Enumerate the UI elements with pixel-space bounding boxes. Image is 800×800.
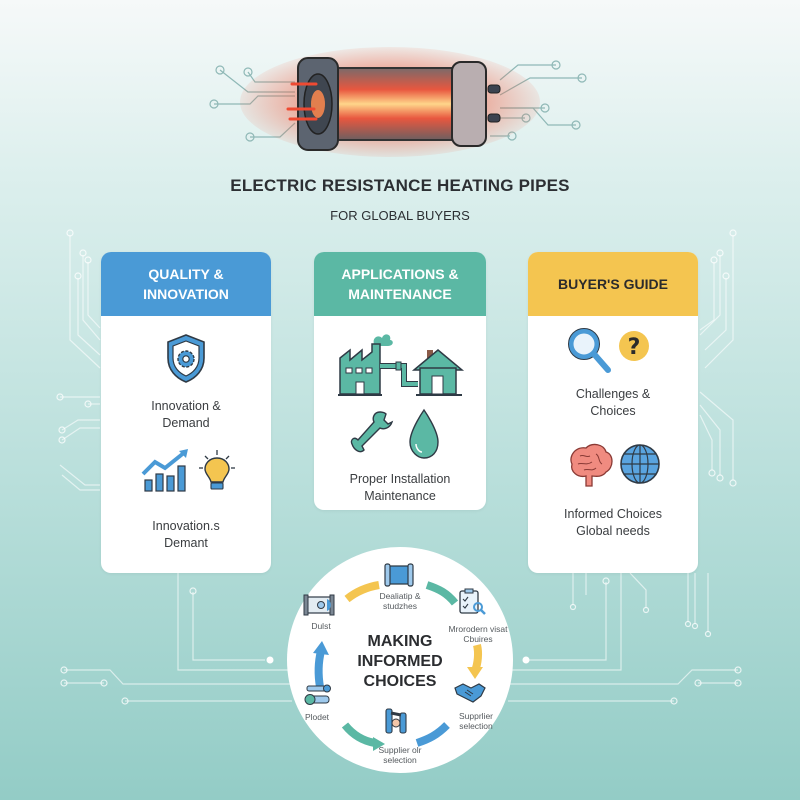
card-title-line1: QUALITY & (148, 266, 224, 282)
card-quality-innovation: QUALITY & INNOVATION Innovation & Demand (101, 252, 271, 573)
caption-line1: Innovation & (151, 399, 221, 413)
card-header: QUALITY & INNOVATION (101, 252, 271, 316)
card-title-line2: MAINTENANCE (348, 286, 452, 302)
handshake-icon (454, 683, 486, 703)
step-label-line1: Plodet (304, 712, 330, 722)
cycle-title-line2: INFORMED (357, 653, 443, 670)
card-title: BUYER'S GUIDE (558, 276, 668, 292)
step-label-line2: selection (383, 755, 417, 765)
pipe-spool-icon (384, 563, 414, 587)
caption-line2: Choices (590, 404, 636, 418)
card-title-line1: APPLICATIONS & (341, 266, 459, 282)
brain-globe-icon (570, 443, 660, 487)
caption-line2: Demant (164, 536, 208, 550)
growth-chart-lightbulb-icon (141, 449, 235, 492)
cycle-arrows (313, 581, 483, 751)
step-label-line1: Dulst (311, 621, 331, 631)
shield-gear-icon (167, 334, 205, 383)
svg-text:?: ? (628, 335, 641, 360)
wrench-water-drop-icon (350, 408, 439, 459)
cycle-title-line3: CHOICES (363, 673, 437, 690)
making-informed-choices-cycle: Dealiatip & studzhes Mrorodern visat Cbu… (287, 547, 513, 773)
factory-pipe-house-icon (338, 334, 465, 396)
title-block: ELECTRIC RESISTANCE HEATING PIPES FOR GL… (0, 176, 800, 223)
caption-line1: Challenges & (575, 387, 651, 401)
page-subtitle: FOR GLOBAL BUYERS (330, 208, 470, 223)
cycle-title: MAKING INFORMED CHOICES (287, 632, 513, 692)
card-header: APPLICATIONS & MAINTENANCE (314, 252, 486, 316)
card-applications-maintenance: APPLICATIONS & MAINTENANCE Proper Instal… (314, 252, 486, 510)
page-title: ELECTRIC RESISTANCE HEATING PIPES (230, 176, 570, 195)
step-label-line2: selection (459, 721, 493, 731)
step-label-line2: Cbuires (463, 634, 493, 644)
caption-line2: Global needs (576, 524, 650, 538)
cycle-title-line1: MAKING (367, 633, 433, 650)
clipboard-checklist-icon (459, 588, 486, 615)
caption-line1: Innovation.s (152, 519, 220, 533)
magnifier-question-icon: ? (568, 328, 649, 373)
step-label-line1: Supprlier (458, 711, 494, 721)
step-label-line1: Supplier olr (378, 745, 422, 755)
caption-line1: Informed Choices (564, 507, 662, 521)
caption-line2: Demand (162, 416, 210, 430)
pipe-fittings-icon (304, 684, 331, 705)
caption-line1: Proper Installation (349, 472, 451, 486)
step-label-line2: studzhes (382, 601, 418, 611)
card-buyers-guide: BUYER'S GUIDE ? Challenges & Choices Inf… (528, 252, 698, 573)
card-title-line2: INNOVATION (143, 286, 229, 302)
step-label-line1: Dealiatip & (379, 591, 421, 601)
pipe-section-icon (303, 594, 335, 616)
step-label-line1: Mrorodern visat (448, 624, 508, 634)
card-header: BUYER'S GUIDE (528, 252, 698, 316)
pipe-valve-icon (385, 708, 407, 734)
caption-line2: Maintenance (364, 489, 436, 503)
heating-pipe-illustration (209, 47, 587, 157)
